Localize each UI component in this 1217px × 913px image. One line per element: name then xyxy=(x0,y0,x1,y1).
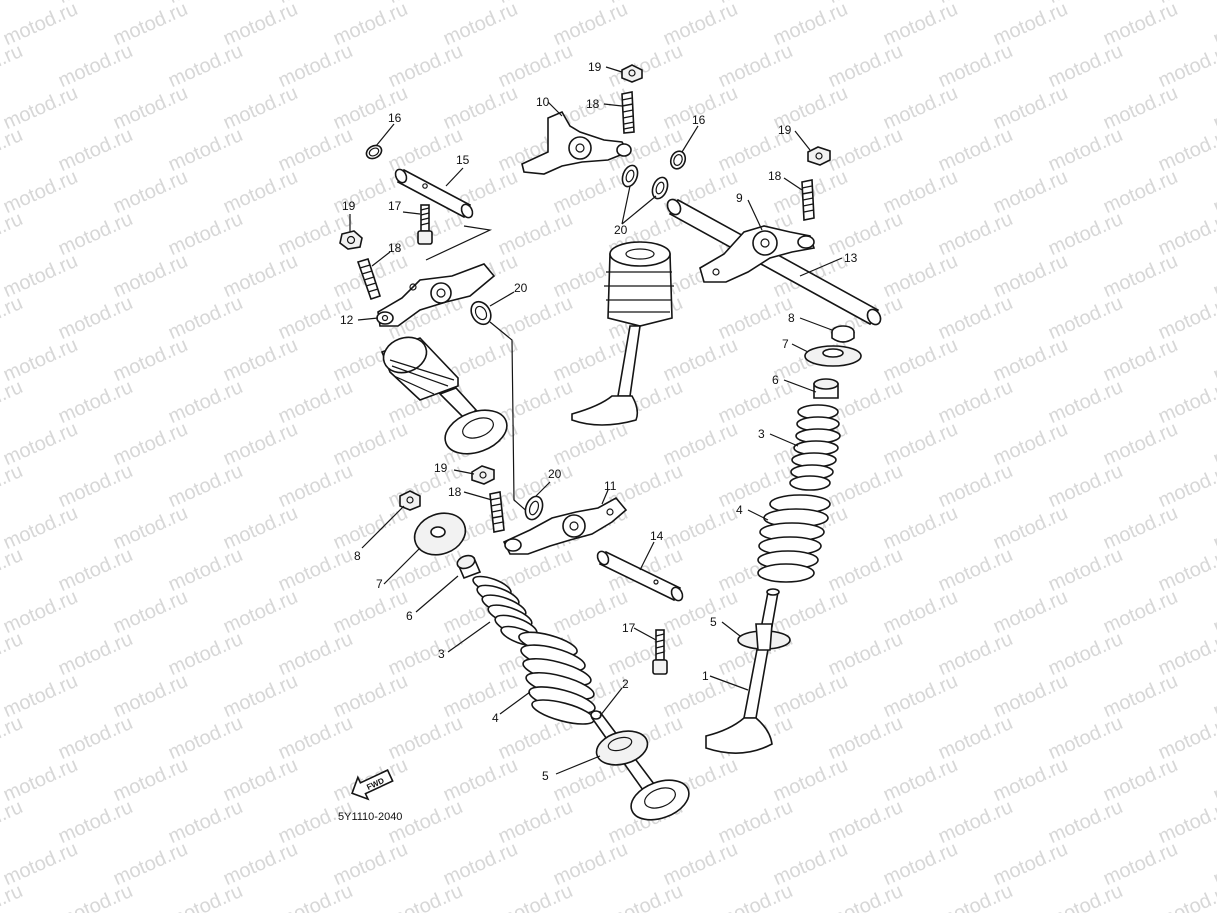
callout-13: 13 xyxy=(844,251,858,265)
part-17-bolt-left xyxy=(417,204,433,245)
part-8-keeper-right xyxy=(831,325,855,343)
part-19-nut-left xyxy=(339,230,363,250)
part-6-seal-right xyxy=(813,378,839,399)
callout-6-left: 6 xyxy=(406,609,413,623)
part-4-outer-spring-right xyxy=(757,494,831,583)
callout-9: 9 xyxy=(736,191,743,205)
callout-labels: 16 15 17 19 18 12 20 10 19 18 16 20 9 19… xyxy=(340,60,858,783)
part-19-nut-right xyxy=(807,146,831,166)
part-7-retainer-left xyxy=(413,512,467,556)
part-10-rocker-arm xyxy=(521,110,632,175)
callout-17-lower: 17 xyxy=(622,621,636,635)
part-5-valve-guide-left xyxy=(595,730,649,766)
callout-15: 15 xyxy=(456,153,470,167)
callout-14: 14 xyxy=(650,529,664,543)
callout-20-lower: 20 xyxy=(548,467,562,481)
callout-18-right: 18 xyxy=(768,169,782,183)
part-1-valve xyxy=(705,588,780,754)
part-tappet-valve-center xyxy=(571,241,674,426)
callout-12: 12 xyxy=(340,313,354,327)
callout-2: 2 xyxy=(622,677,629,691)
callout-17-left: 17 xyxy=(388,199,402,213)
callout-18-top: 18 xyxy=(586,97,600,111)
callout-8-right: 8 xyxy=(788,311,795,325)
part-16-o-ring-right xyxy=(669,150,687,170)
callout-11: 11 xyxy=(604,479,617,493)
part-5-valve-guide-right xyxy=(737,623,791,651)
callout-7-left: 7 xyxy=(376,577,383,591)
callout-3-right: 3 xyxy=(758,427,765,441)
callout-1: 1 xyxy=(702,669,709,683)
callout-20-left: 20 xyxy=(514,281,528,295)
part-18-adjust-screw-left xyxy=(356,258,382,301)
part-2-valve xyxy=(590,710,690,821)
callout-10: 10 xyxy=(536,95,550,109)
callout-7-right: 7 xyxy=(782,337,789,351)
callout-18-left: 18 xyxy=(388,241,402,255)
callout-16-right: 16 xyxy=(692,113,706,127)
part-20-caps-top xyxy=(621,164,669,200)
leader-15-to-12 xyxy=(425,225,493,261)
callout-16-left: 16 xyxy=(388,111,402,125)
part-20-cap-left xyxy=(470,300,492,326)
callout-19-left: 19 xyxy=(342,199,356,213)
diagram-code: 5Y1110-2040 xyxy=(338,811,402,823)
part-3-inner-spring-right xyxy=(789,404,841,491)
callout-6-right: 6 xyxy=(772,373,779,387)
part-18-adjust-screw-right xyxy=(801,179,815,221)
callout-5-right: 5 xyxy=(710,615,717,629)
part-9-rocker-arm xyxy=(699,225,816,283)
part-tappet-valve-left xyxy=(380,336,508,455)
callout-3-left: 3 xyxy=(438,647,445,661)
part-19-nut-top xyxy=(621,64,643,83)
part-18-adjust-screw-top xyxy=(621,91,635,134)
callout-19-top: 19 xyxy=(588,60,602,74)
callout-18-lower: 18 xyxy=(448,485,462,499)
part-8-keeper-left xyxy=(399,490,421,511)
part-14-rocker-shaft xyxy=(596,550,684,602)
part-15-rocker-shaft xyxy=(394,168,474,219)
part-4-outer-spring-left xyxy=(518,631,596,725)
callout-19-lower: 19 xyxy=(434,461,448,475)
part-18-adjust-screw-lower xyxy=(489,491,505,533)
part-11-rocker-arm xyxy=(502,496,628,555)
part-6-seal-left xyxy=(456,554,482,580)
callout-4-left: 4 xyxy=(492,711,499,725)
callout-8-left: 8 xyxy=(354,549,361,563)
callout-5-left: 5 xyxy=(542,769,549,783)
leader-lines xyxy=(349,66,843,775)
part-20-cap-lower xyxy=(524,495,544,521)
part-16-o-ring-left xyxy=(365,144,383,160)
fwd-arrow-icon: FWD xyxy=(351,769,394,801)
callout-4-right: 4 xyxy=(736,503,743,517)
callout-20-top: 20 xyxy=(614,223,628,237)
part-13-rocker-shaft xyxy=(666,198,882,326)
part-7-retainer-right xyxy=(804,345,862,367)
part-19-nut-lower xyxy=(471,465,495,485)
callout-19-right: 19 xyxy=(778,123,792,137)
part-17-bolt-lower xyxy=(652,629,668,675)
leader-20-to-11 xyxy=(489,321,531,515)
